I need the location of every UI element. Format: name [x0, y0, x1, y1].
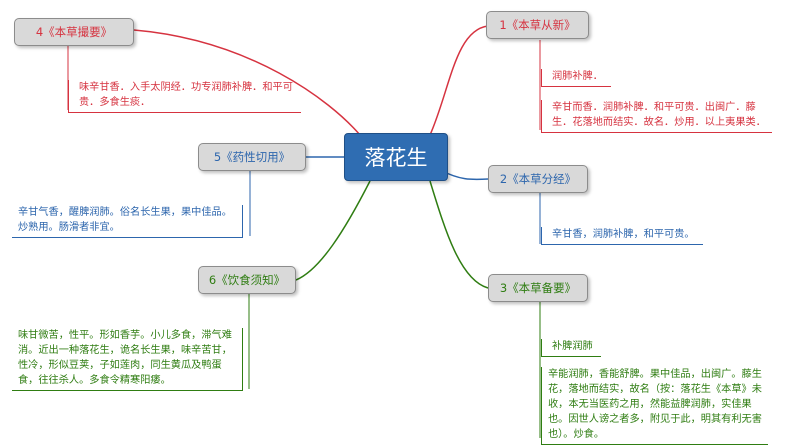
note-text: 补脾润肺: [552, 341, 593, 352]
note-b3-detail: 辛能润肺，香能舒脾。果中佳品，出闽广。藤生 花，落地而结实，故名（按：落花生《本…: [541, 367, 768, 445]
note-line: 辛能润肺，香能舒脾。果中佳品，出闽广。藤生: [548, 369, 762, 380]
topic-yaoxing-qieyong[interactable]: 5《药性切用》: [198, 143, 306, 171]
topic-yinshi-xuzhi[interactable]: 6《饮食须知》: [198, 266, 296, 294]
note-line: 性冷，形似豆荚，子如莲肉，同生黄瓜及鸭蛋: [18, 360, 222, 371]
topic-bencao-cuoyao[interactable]: 4《本草撮要》: [14, 18, 134, 46]
note-line: 辛甘而香．润肺补脾．和平可贵．出闽广．藤: [552, 102, 756, 113]
note-b1-detail: 辛甘而香．润肺补脾．和平可贵．出闽广．藤 生．花落地而结实．故名．炒用．以上夷果…: [541, 100, 772, 133]
central-topic-label: 落花生: [364, 146, 428, 170]
note-line: 消。近出一种落花生，诡名长生果，味辛苦甘，: [18, 345, 232, 356]
note-text: 润肺补脾．: [552, 71, 603, 82]
note-b2-detail: 辛甘香，润肺补脾，和平可贵。: [541, 227, 703, 245]
note-line: 花，落地而结实，故名（按：落花生《本草》未: [548, 384, 762, 395]
topic-bencao-congxin[interactable]: 1《本草从新》: [486, 11, 589, 39]
topic-label: 3《本草备要》: [499, 281, 577, 295]
topic-label: 5《药性切用》: [213, 150, 291, 164]
note-b4-detail: 味辛甘香．入手太阴经．功专润肺补脾．和平可 贵．多食生痰．: [68, 80, 301, 113]
note-line: 生．花落地而结实．故名．炒用．以上夷果类．: [552, 117, 766, 128]
note-line: 炒熟用。肠滑者非宜。: [18, 222, 120, 233]
note-line: 食，往往杀人。多食令精寒阳痿。: [18, 375, 171, 386]
topic-label: 2《本草分经》: [499, 172, 577, 186]
link-center-b6: [295, 180, 371, 281]
link-center-b3: [429, 180, 489, 289]
note-line: 收，本无当医药之用，然能益脾润肺，实佳果: [548, 399, 752, 410]
topic-label: 1《本草从新》: [499, 18, 576, 32]
note-text: 辛甘香，润肺补脾，和平可贵。: [552, 229, 695, 240]
note-line: 辛甘气香，醒脾润肺。俗名长生果，果中佳品。: [18, 207, 232, 218]
note-line: 也。因世人谤之者多，附见于此，明其有利无害: [548, 414, 762, 425]
topic-bencao-fenjing[interactable]: 2《本草分经》: [488, 165, 588, 193]
link-center-b4: [133, 29, 361, 136]
note-line: 味辛甘香．入手太阴经．功专润肺补脾．和平可: [79, 82, 293, 93]
note-b3-summary: 补脾润肺: [541, 339, 601, 357]
note-line: 味甘微苦，性平。形如香芋。小儿多食，滞气难: [18, 330, 232, 341]
note-b5-detail: 辛甘气香，醒脾润肺。俗名长生果，果中佳品。 炒熟用。肠滑者非宜。: [12, 205, 243, 238]
central-topic[interactable]: 落花生: [344, 133, 448, 181]
topic-label: 4《本草撮要》: [35, 25, 113, 39]
note-b1-summary: 润肺补脾．: [541, 69, 611, 87]
topic-bencao-beiyao[interactable]: 3《本草备要》: [488, 274, 588, 302]
note-b6-detail: 味甘微苦，性平。形如香芋。小儿多食，滞气难 消。近出一种落花生，诡名长生果，味辛…: [12, 328, 243, 391]
topic-label: 6《饮食须知》: [208, 273, 286, 287]
note-line: 贵．多食生痰．: [79, 97, 151, 108]
link-center-b1: [429, 25, 489, 136]
note-line: 也）。炒食。: [548, 429, 605, 440]
